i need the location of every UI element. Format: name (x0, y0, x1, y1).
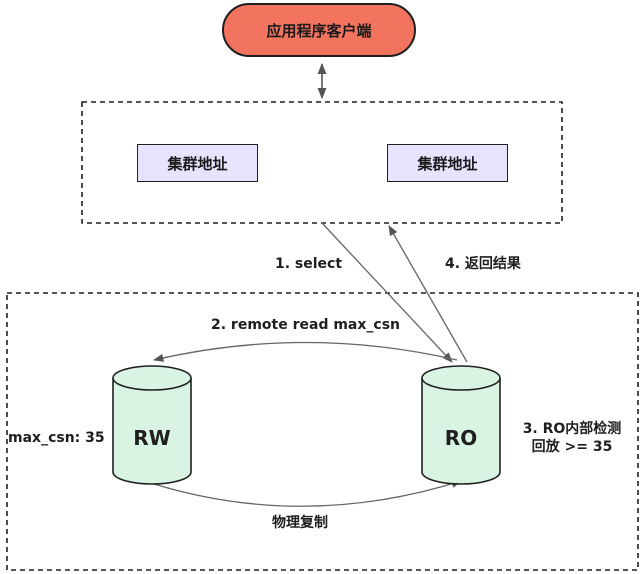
replication-arrow (153, 479, 462, 507)
ro-label: RO (444, 426, 478, 450)
client-node: 应用程序客户端 (222, 3, 416, 57)
ro-check-line1: 3. RO内部检测 (522, 421, 622, 437)
ro-check-note: 3. RO内部检测 回放 >= 35 (506, 420, 638, 456)
replication-label: 物理复制 (272, 515, 328, 531)
cluster-address-1: 集群地址 (137, 144, 258, 182)
rw-database-icon (112, 365, 192, 485)
return-label: 4. 返回结果 (445, 256, 521, 272)
remote-read-label: 2. remote read max_csn (211, 317, 401, 333)
select-label: 1. select (275, 256, 343, 272)
return-arrow (388, 225, 468, 363)
select-arrow (321, 222, 453, 363)
remote-read-arrow (152, 341, 458, 362)
max-csn-label: max_csn: 35 (8, 430, 105, 446)
ro-database-icon (421, 365, 501, 485)
cluster-box (6, 292, 639, 571)
cluster-address-2: 集群地址 (387, 144, 508, 182)
rw-label: RW (133, 426, 171, 450)
ro-check-line2: 回放 >= 35 (531, 439, 613, 455)
